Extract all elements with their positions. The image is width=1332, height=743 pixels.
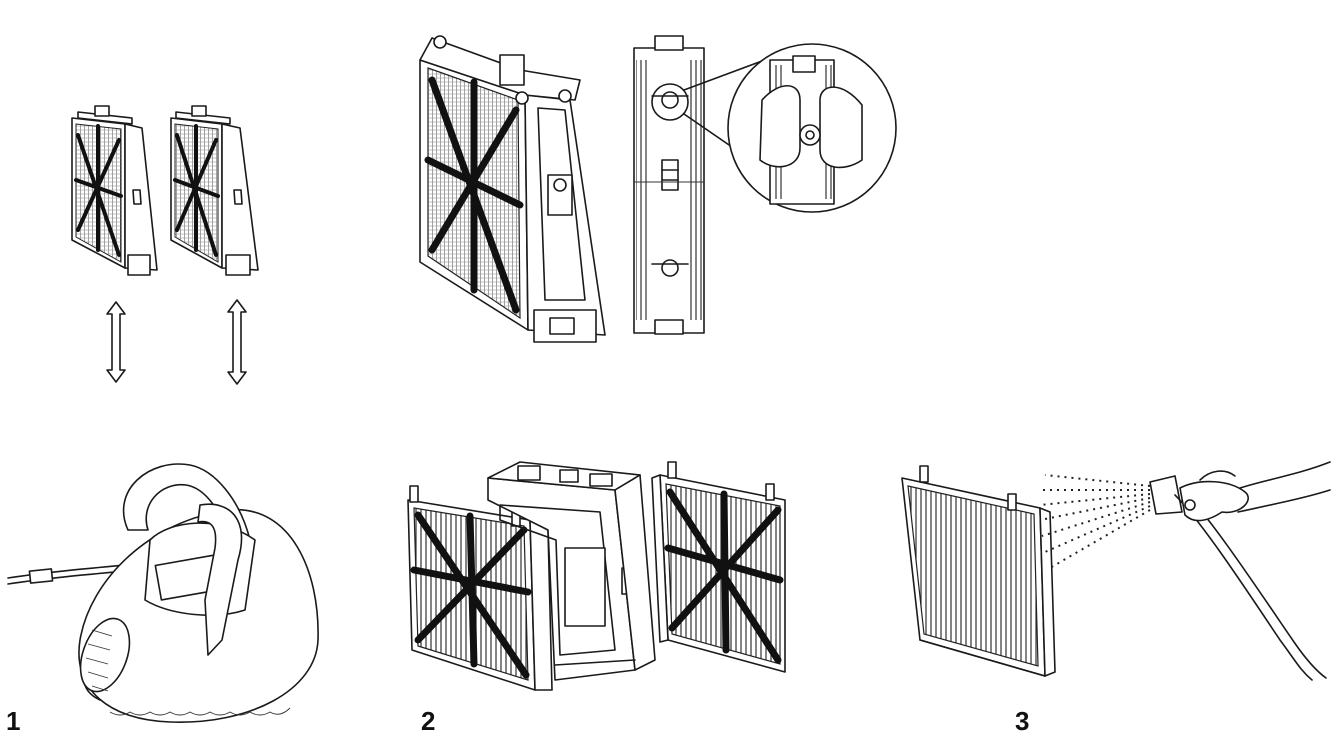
step-number-1: 1	[6, 706, 21, 736]
pool-cleaner-robot	[7, 463, 319, 723]
magnifier-callout-icon	[651, 43, 897, 213]
large-filter-cartridge	[419, 35, 606, 343]
filter-panel-front	[407, 485, 553, 691]
small-filter-cartridge-right	[170, 105, 259, 276]
step-number-2: 2	[421, 706, 436, 736]
brush-roller	[79, 617, 131, 693]
small-filter-cartridge-left	[71, 105, 158, 276]
filter-cartridge-side-view	[633, 35, 705, 335]
hose-nozzle-hand	[1149, 461, 1331, 681]
water-spray-icon	[1039, 474, 1151, 569]
filter-frame-center	[487, 461, 656, 681]
double-arrow-icon	[227, 299, 247, 385]
filter-panel-back	[651, 461, 786, 673]
double-arrow-icon	[106, 301, 126, 383]
filter-panel-rinsing	[901, 465, 1056, 677]
step-number-3: 3	[1015, 706, 1030, 736]
